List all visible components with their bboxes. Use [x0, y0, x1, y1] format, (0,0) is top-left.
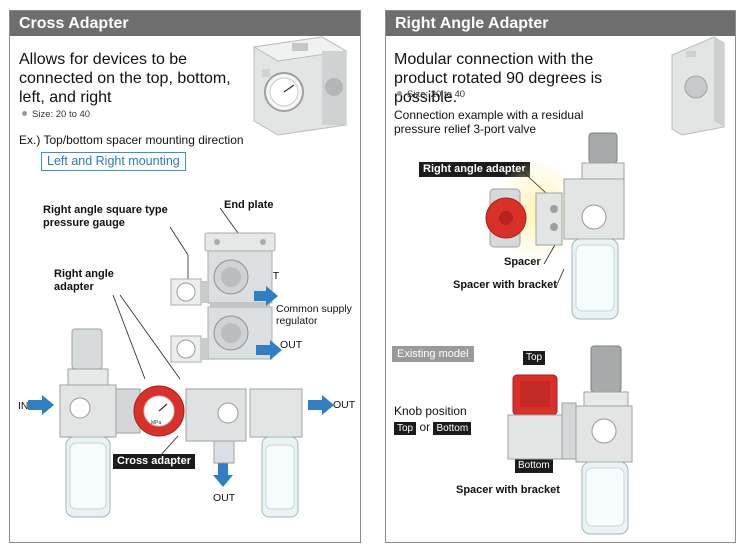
spacer-with-bracket-label-2: Spacer with bracket — [456, 484, 560, 496]
knob-top-tag: Top — [394, 422, 417, 435]
out-bottom-label: OUT — [213, 492, 236, 504]
panel-title: Cross Adapter — [10, 11, 360, 36]
bullet-icon — [397, 91, 402, 96]
connection-example-text: Connection example with a residual press… — [394, 108, 584, 136]
panel-title: Right Angle Adapter — [386, 11, 735, 36]
right-angle-adapter-label: Right angle adapter — [54, 268, 114, 293]
bullet-icon — [22, 111, 27, 116]
right-angle-adapter-product-image — [671, 36, 725, 136]
out-right-label: OUT — [333, 399, 356, 411]
common-supply-label: Common supply regulator — [276, 303, 352, 327]
out-middle-label: OUT — [280, 339, 303, 351]
example-text: Ex.) Top/bottom spacer mounting directio… — [19, 133, 244, 147]
existing-model-tag: Existing model — [392, 346, 474, 362]
cross-adapter-assembly-diagram: MPa — [28, 207, 334, 518]
cross-adapter-product-image — [252, 36, 348, 136]
cross-adapter-tag: Cross adapter — [113, 454, 195, 469]
top-tag: Top — [523, 351, 546, 365]
knob-bottom-tag: Bottom — [433, 422, 472, 435]
right-angle-adapter-panel: Right Angle Adapter Modular connection w… — [385, 10, 736, 543]
mounting-label: Left and Right mounting — [41, 152, 186, 171]
bottom-tag: Bottom — [515, 459, 553, 473]
right-angle-assembly-diagram — [485, 132, 633, 535]
right-angle-description: Modular connection with the product rota… — [394, 51, 603, 106]
size-note: Size: 20 to 40 — [397, 89, 465, 100]
in-label: IN — [18, 400, 29, 412]
knob-position-text: Knob position — [394, 404, 467, 418]
svg-text:MPa: MPa — [151, 420, 162, 426]
cross-adapter-description: Allows for devices to be connected on th… — [19, 51, 231, 106]
cross-adapter-panel: Cross Adapter Allows for devices to be c… — [9, 10, 361, 543]
end-plate-label: End plate — [224, 199, 274, 211]
spacer-with-bracket-label: Spacer with bracket — [453, 279, 557, 291]
knob-position-options: Top or Bottom — [394, 420, 472, 435]
pressure-gauge-label: Right angle square type pressure gauge — [43, 204, 168, 229]
right-angle-adapter-tag: Right angle adapter — [419, 162, 530, 177]
size-note: Size: 20 to 40 — [22, 109, 90, 120]
